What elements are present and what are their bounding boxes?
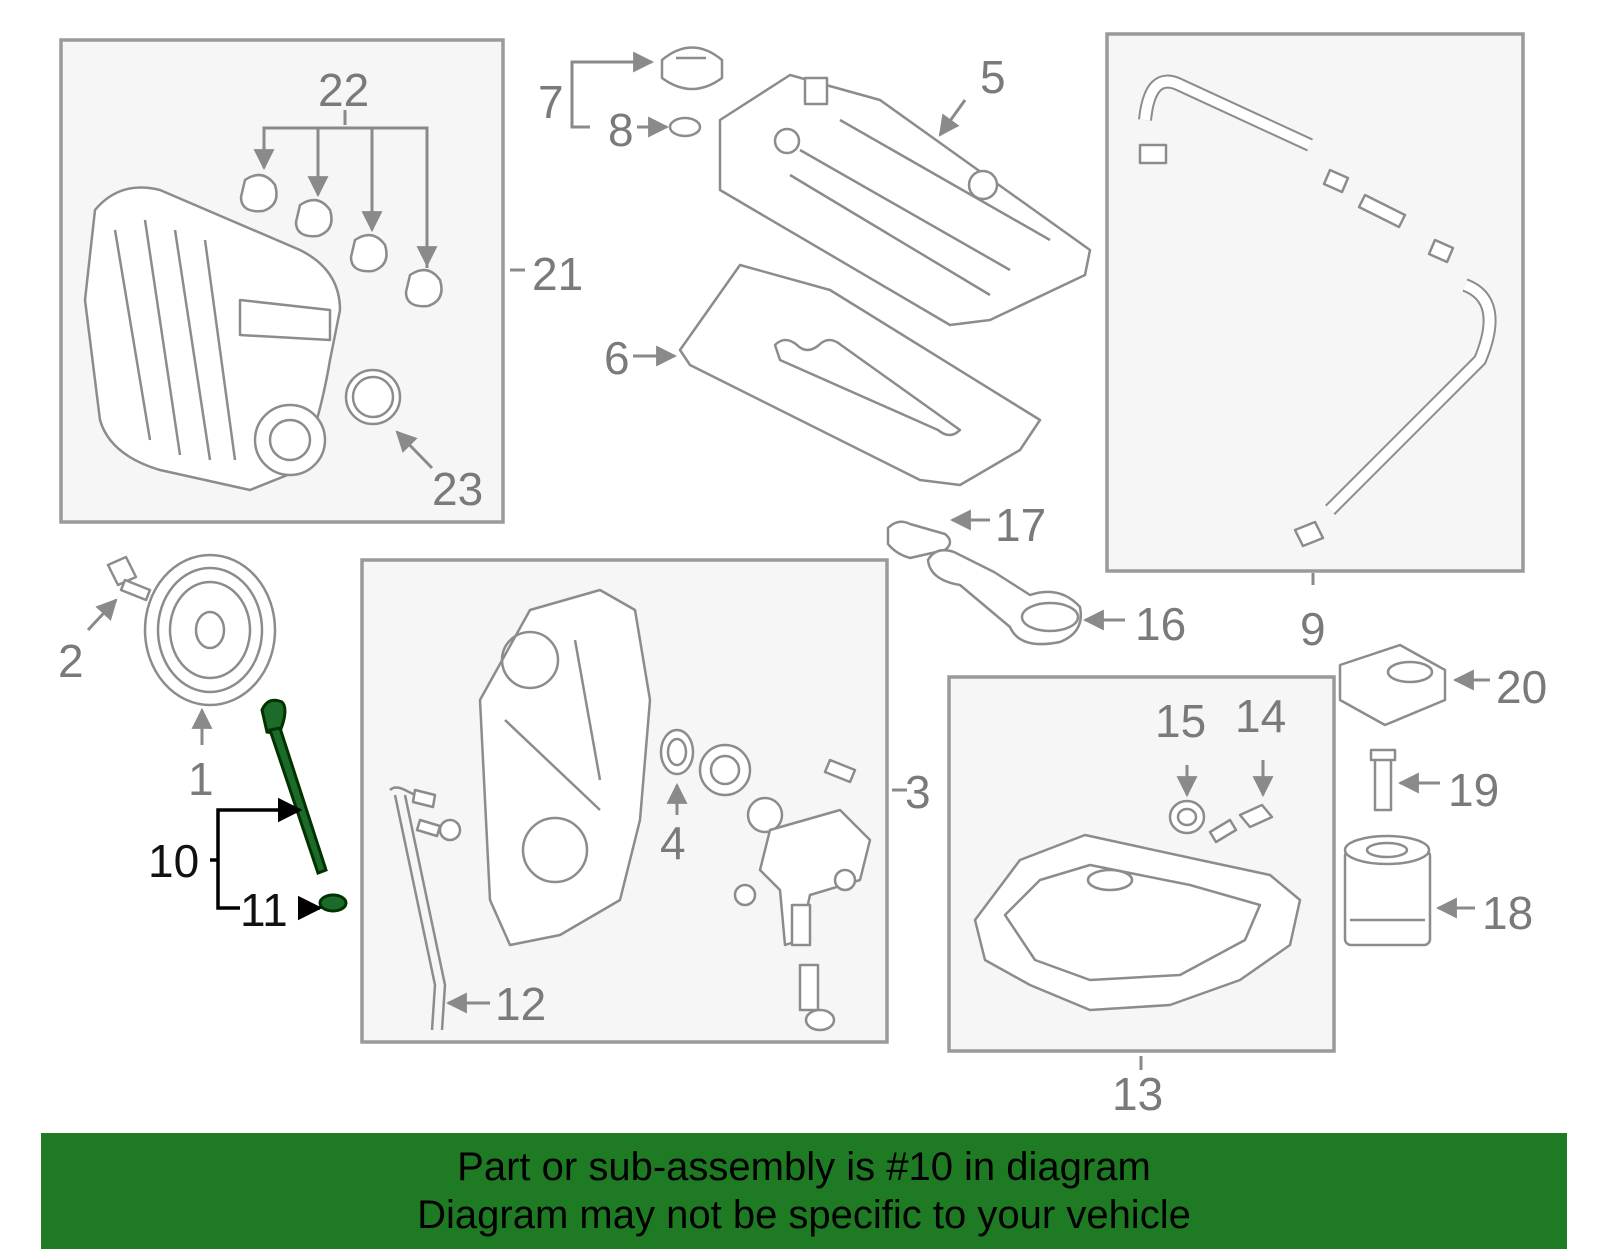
callout-10: 10 — [148, 835, 199, 887]
callout-3: 3 — [905, 766, 931, 818]
drain-plug — [1208, 803, 1274, 844]
oil-pan — [973, 833, 1302, 1012]
oil-strainer — [926, 549, 1083, 646]
front-crank-seal — [659, 728, 695, 776]
callout-7: 7 — [538, 76, 564, 128]
drain-plug-gasket — [1168, 799, 1206, 835]
callout-21: 21 — [532, 248, 583, 300]
info-banner: Part or sub-assembly is #10 in diagram D… — [41, 1133, 1567, 1249]
crankshaft-bolt — [106, 555, 152, 602]
pcv-hose-box — [1105, 32, 1525, 573]
callout-19: 19 — [1448, 764, 1499, 816]
callout-23: 23 — [432, 463, 483, 515]
cover-bolt — [415, 818, 462, 842]
dipstick-o-ring — [318, 893, 348, 913]
callout-18: 18 — [1482, 887, 1533, 939]
pcv-hose — [1138, 74, 1497, 548]
dipstick-tube — [389, 786, 447, 1031]
callout-2: 2 — [58, 635, 84, 687]
valve-cover-gasket — [678, 263, 1042, 487]
cooler-bolt — [1369, 748, 1397, 812]
oil-cooler — [1338, 643, 1447, 727]
banner-line-disclaimer: Diagram may not be specific to your vehi… — [417, 1193, 1191, 1237]
intake-manifold-part — [83, 186, 342, 492]
callout-17: 17 — [995, 499, 1046, 551]
callout-20: 20 — [1496, 661, 1547, 713]
filler-cap-seal — [668, 116, 702, 138]
callout-6: 6 — [604, 332, 630, 384]
strainer-gasket — [886, 520, 952, 560]
callout-14: 14 — [1235, 690, 1286, 742]
oil-filter — [1343, 834, 1432, 947]
oil-filler-cap — [660, 46, 724, 91]
oil-pump-rotor — [698, 743, 784, 834]
callout-8: 8 — [608, 104, 634, 156]
callout-5: 5 — [980, 51, 1006, 103]
callout-9: 9 — [1300, 603, 1326, 655]
callout-12: 12 — [495, 978, 546, 1030]
callout-11: 11 — [240, 884, 288, 936]
valve-cover — [718, 73, 1092, 327]
oil-level-gauge-dipstick — [260, 698, 328, 875]
oil-pump-housing — [733, 758, 872, 1032]
callout-13: 13 — [1112, 1068, 1163, 1120]
timing-chain-cover — [478, 588, 652, 947]
callout-4: 4 — [660, 817, 686, 869]
callout-15: 15 — [1155, 695, 1206, 747]
callout-16: 16 — [1135, 598, 1186, 650]
manifold-gaskets — [239, 173, 443, 308]
info-banner-background — [41, 1133, 1567, 1249]
banner-line-part-number: Part or sub-assembly is #10 in diagram — [457, 1145, 1151, 1189]
throttle-gasket — [344, 368, 402, 426]
callout-1: 1 — [188, 753, 214, 805]
crankshaft-pulley — [143, 553, 277, 707]
callout-22: 22 — [318, 64, 369, 116]
